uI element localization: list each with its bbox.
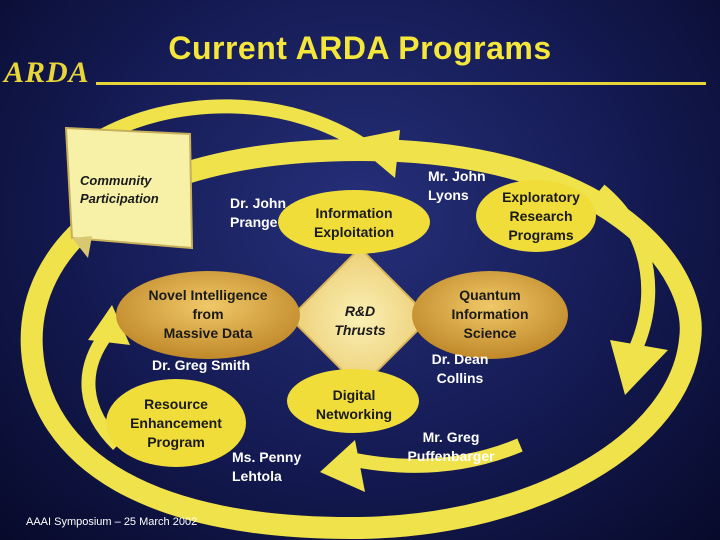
lyons-line1: Mr. John <box>428 168 486 184</box>
resource-line2: Enhancement <box>130 415 222 431</box>
lehtola-line1: Ms. Penny <box>232 449 302 465</box>
ellipse-resource <box>106 379 246 467</box>
exploratory-line1: Exploratory <box>502 189 580 205</box>
person-prange: Dr. John Prange <box>230 194 286 232</box>
quantum-label: Quantum Information Science <box>428 286 552 343</box>
resource-line1: Resource <box>144 396 208 412</box>
community-note <box>64 126 194 250</box>
community-note-fold <box>72 236 92 258</box>
arrow-head-info <box>350 130 400 178</box>
outer-ring <box>20 138 702 540</box>
digital-line1: Digital <box>332 387 376 403</box>
ellipse-digital <box>287 369 419 433</box>
footer-text: AAAI Symposium – 25 March 2002 <box>26 516 198 528</box>
person-smith: Dr. Greg Smith <box>152 357 251 373</box>
exploratory-label: Exploratory Research Programs <box>486 188 596 245</box>
resource-line3: Program <box>147 434 205 450</box>
community-line1: Community <box>80 173 152 188</box>
information-exploitation-label: Information Exploitation <box>298 204 410 242</box>
title-divider <box>96 82 706 85</box>
ellipse-quantum <box>412 271 568 359</box>
quantum-line2: Information <box>451 306 529 322</box>
arrow-head-digital <box>320 440 365 492</box>
exploratory-line3: Programs <box>508 227 574 243</box>
person-lehtola: Ms. Penny Lehtola <box>232 448 301 486</box>
quantum-line1: Quantum <box>459 287 521 303</box>
resource-label: Resource Enhancement Program <box>116 395 236 452</box>
rd-line1: R&D <box>344 303 376 319</box>
information-line1: Information <box>315 205 393 221</box>
novel-intelligence-label: Novel Intelligence from Massive Data <box>128 286 288 343</box>
novel-line2: from <box>192 306 224 322</box>
arrow-head-novel <box>88 305 130 345</box>
ellipse-exploratory <box>476 180 596 252</box>
arda-logo: ARDA <box>4 56 90 89</box>
puffenbarger-line2: Puffenbarger <box>407 448 495 464</box>
arrow-resource-to-novel <box>81 330 124 451</box>
community-participation-label: Community Participation <box>80 172 159 208</box>
puffenbarger-line1: Mr. Greg <box>422 429 480 445</box>
slide-title: Current ARDA Programs <box>168 30 552 66</box>
lyons-line2: Lyons <box>428 187 469 203</box>
ellipse-information-exploitation <box>278 190 430 254</box>
rd-thrusts-label: R&D Thrusts <box>314 302 406 340</box>
digital-networking-label: Digital Networking <box>298 386 410 424</box>
exploratory-line2: Research <box>509 208 573 224</box>
arrow-community-to-info <box>91 99 375 156</box>
quantum-line3: Science <box>463 325 517 341</box>
arrow-exploratory-to-quantum <box>595 184 656 364</box>
arrow-head-quantum <box>610 340 668 395</box>
person-lyons: Mr. John Lyons <box>428 167 486 205</box>
collins-line1: Dr. Dean <box>431 351 489 367</box>
arrow-bottom-to-digital <box>343 438 523 473</box>
collins-line2: Collins <box>436 370 484 386</box>
digital-line2: Networking <box>315 406 393 422</box>
person-collins: Dr. Dean Collins <box>424 350 496 388</box>
novel-line3: Massive Data <box>163 325 253 341</box>
rd-line2: Thrusts <box>334 322 386 338</box>
person-puffenbarger: Mr. Greg Puffenbarger <box>398 428 504 466</box>
community-line2: Participation <box>80 191 159 206</box>
prange-line1: Dr. John <box>230 195 287 211</box>
lehtola-line2: Lehtola <box>232 468 282 484</box>
prange-line2: Prange <box>230 214 278 230</box>
ellipse-novel <box>116 271 300 359</box>
information-line2: Exploitation <box>313 224 395 240</box>
novel-line1: Novel Intelligence <box>148 287 268 303</box>
